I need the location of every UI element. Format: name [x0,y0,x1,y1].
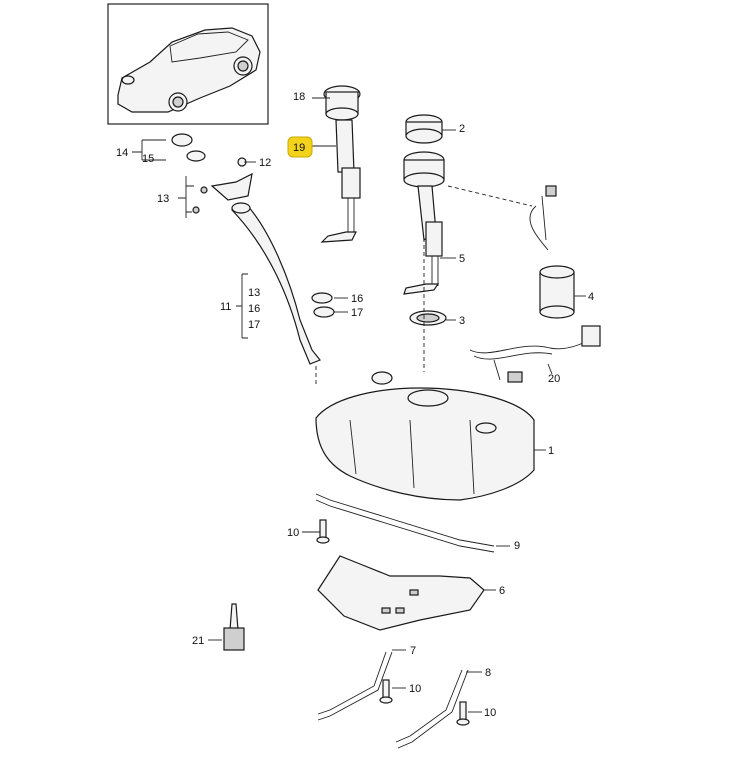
leader-lines [208,97,586,713]
wiring-harness[interactable] [469,325,601,383]
callout-19[interactable]: 19 [293,142,305,154]
callout-12[interactable]: 12 [259,157,271,169]
bracket-8[interactable] [395,669,469,749]
callout-6[interactable]: 6 [499,585,505,597]
filler-neck-pipe[interactable] [230,202,321,365]
car-thumbnail [107,3,269,125]
grommets[interactable] [311,292,335,318]
fuel-pump-module-right[interactable] [529,185,575,319]
callout-10-b[interactable]: 10 [409,683,421,695]
callout-17-a[interactable]: 17 [248,319,260,331]
callout-4[interactable]: 4 [588,291,594,303]
callout-8[interactable]: 8 [485,667,491,679]
callout-21[interactable]: 21 [192,635,204,647]
underbody-shield[interactable] [317,555,485,631]
callout-5[interactable]: 5 [459,253,465,265]
callout-bracket-14 [132,139,166,161]
seal-ring[interactable] [409,310,447,326]
tank-strap[interactable] [315,493,495,553]
filler-cap[interactable] [171,133,206,162]
sealant-tube[interactable] [223,603,245,651]
callout-13-a[interactable]: 13 [157,193,169,205]
callout-bracket-11 [236,273,248,339]
lock-ring-upper[interactable] [405,114,443,144]
callout-bracket-13 [178,176,194,218]
highlight-badge-19[interactable] [287,136,313,158]
callout-16-b[interactable]: 16 [351,293,363,305]
callout-9[interactable]: 9 [514,540,520,552]
fuel-level-sender-left[interactable] [320,85,361,243]
clamp-bracket[interactable] [192,157,253,214]
callout-16-a[interactable]: 16 [248,303,260,315]
callout-3[interactable]: 3 [459,315,465,327]
fuel-tank[interactable] [315,371,535,501]
callout-10-a[interactable]: 10 [287,527,299,539]
callout-17-b[interactable]: 17 [351,307,363,319]
callout-11[interactable]: 11 [220,301,231,313]
bolt-10-b[interactable] [379,679,393,704]
callout-18[interactable]: 18 [293,91,305,103]
bolt-10-a[interactable] [316,519,330,544]
callout-10-c[interactable]: 10 [484,707,496,719]
callout-20[interactable]: 20 [548,373,560,385]
guide-lines [315,185,533,384]
callout-15[interactable]: 15 [142,153,154,165]
callout-1[interactable]: 1 [548,445,554,457]
callout-14[interactable]: 14 [116,147,128,159]
callout-13-b[interactable]: 13 [248,287,260,299]
callout-7[interactable]: 7 [410,645,416,657]
bolt-10-c[interactable] [456,701,470,726]
callout-2[interactable]: 2 [459,123,465,135]
bracket-7[interactable] [317,651,393,721]
fuel-pump-assembly[interactable] [403,151,445,295]
